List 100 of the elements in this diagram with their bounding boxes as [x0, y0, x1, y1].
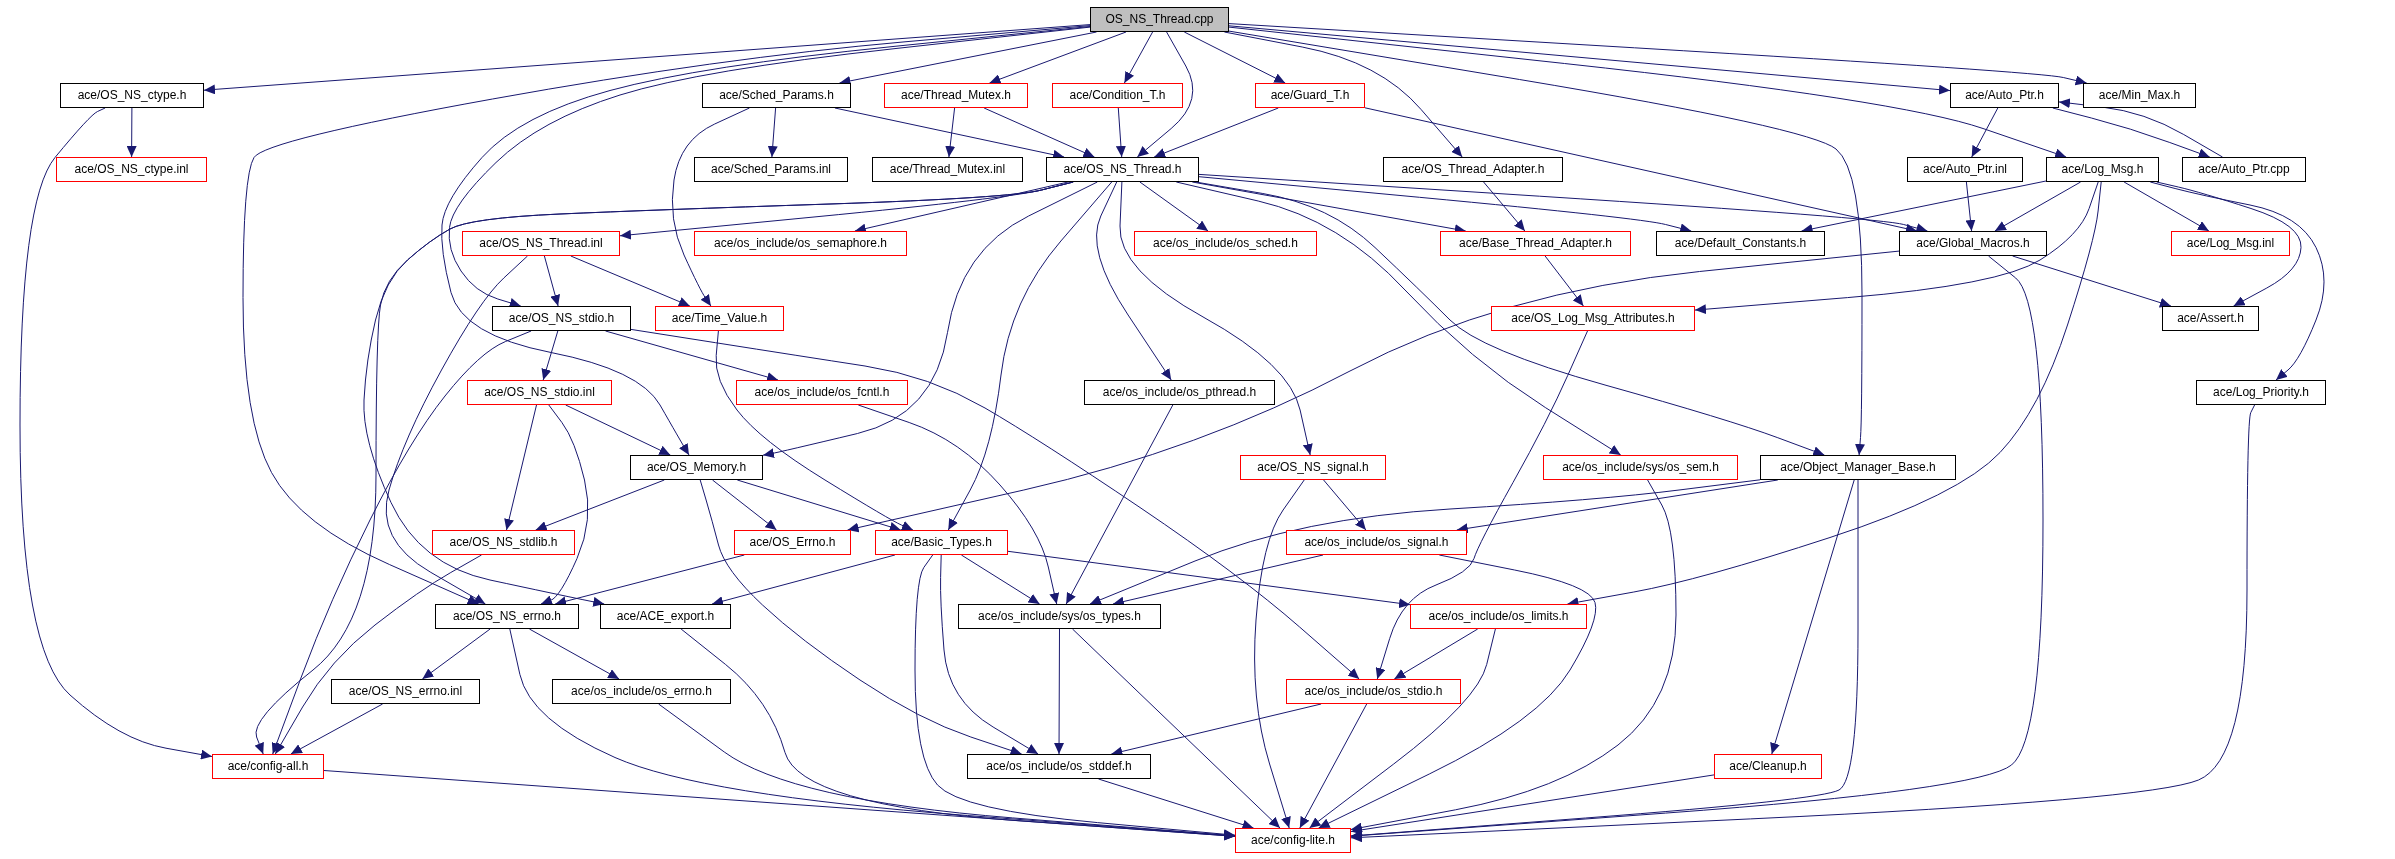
arrow	[1965, 181, 1976, 232]
file-node: ace/OS_Errno.h	[734, 530, 851, 555]
arrow	[203, 24, 1091, 95]
arrow	[762, 181, 1098, 459]
arrow	[2052, 107, 2211, 158]
arrow	[1994, 181, 2082, 232]
arrow	[441, 26, 1091, 456]
file-node: ace/os_include/os_stdio.h	[1286, 679, 1461, 704]
arrow	[1299, 703, 1368, 829]
arrow	[711, 554, 896, 606]
arrow	[1089, 479, 1761, 605]
arrow	[2012, 255, 2172, 308]
arrow	[671, 107, 750, 307]
file-node: ace/Log_Msg.inl	[2171, 231, 2290, 256]
file-node: ace/ACE_export.h	[600, 604, 731, 629]
arrow	[1198, 173, 1928, 233]
file-node: ace/Thread_Mutex.h	[884, 83, 1028, 108]
arrow	[1694, 181, 2099, 315]
file-node: ace/Sched_Params.inl	[694, 157, 848, 182]
arrow	[290, 703, 384, 755]
arrow	[421, 628, 491, 680]
arrow	[945, 107, 956, 158]
file-node: ace/OS_Memory.h	[630, 455, 763, 480]
arrow	[699, 479, 1023, 756]
file-node: ace/OS_NS_stdlib.h	[432, 530, 575, 555]
arrow	[1971, 107, 1999, 158]
arrow	[2123, 181, 2210, 232]
file-node: ace/OS_NS_Thread.inl	[462, 231, 620, 256]
arrow	[1350, 479, 1677, 833]
file-node: ace/os_include/sys/os_sem.h	[1543, 455, 1738, 480]
arrow	[1350, 404, 2256, 843]
arrow	[540, 404, 589, 605]
file-node: ace/Min_Max.h	[2083, 83, 2196, 108]
arrow	[1393, 628, 1479, 680]
arrow	[1098, 778, 1254, 830]
arrow	[605, 330, 779, 382]
arrow	[1770, 479, 1855, 755]
arrow	[565, 404, 671, 456]
arrow	[242, 25, 1091, 605]
arrow	[541, 330, 559, 381]
arrow	[1228, 26, 2067, 159]
file-node: ace/Auto_Ptr.cpp	[2182, 157, 2306, 182]
file-node: ace/OS_NS_stdio.inl	[467, 380, 612, 405]
arrow	[1228, 30, 1865, 456]
file-node: ace/Sched_Params.h	[702, 83, 851, 108]
arrow	[1183, 31, 1286, 84]
arrow	[947, 181, 1113, 531]
file-node: ace/os_include/os_fcntl.h	[736, 380, 908, 405]
arrow	[1054, 628, 1065, 755]
arrow	[712, 479, 777, 531]
file-node: ace/Log_Priority.h	[2196, 380, 2326, 405]
file-node: ace/OS_Log_Msg_Attributes.h	[1491, 306, 1695, 331]
arrow	[989, 31, 1127, 84]
arrow	[504, 404, 537, 531]
arrow	[1228, 23, 2088, 86]
arrow	[1136, 31, 1194, 158]
file-node: ace/Global_Macros.h	[1899, 231, 2047, 256]
arrow	[126, 107, 137, 158]
file-node: ace/OS_NS_errno.h	[435, 604, 579, 629]
file-node: OS_NS_Thread.cpp	[1090, 7, 1229, 32]
file-node: ace/OS_NS_ctype.inl	[56, 157, 207, 182]
file-node: ace/os_include/os_signal.h	[1286, 530, 1467, 555]
file-node: ace/os_include/os_stddef.h	[967, 754, 1151, 779]
file-node: ace/Base_Thread_Adapter.h	[1440, 231, 1631, 256]
arrow	[1544, 255, 1584, 307]
file-node: ace/Guard_T.h	[1255, 83, 1365, 108]
arrow	[1318, 554, 1597, 829]
arrow	[1139, 181, 1209, 232]
arrow	[1350, 774, 1715, 835]
arrow	[767, 107, 778, 158]
arrow	[715, 330, 914, 531]
arrow	[960, 554, 1041, 605]
arrow	[1119, 181, 1313, 456]
file-node: ace/config-lite.h	[1235, 828, 1351, 853]
arrow	[630, 328, 1360, 680]
arrow	[363, 181, 1074, 607]
file-node: ace/Default_Constants.h	[1656, 231, 1825, 256]
file-node: ace/OS_NS_signal.h	[1240, 455, 1386, 480]
file-node: ace/Thread_Mutex.inl	[872, 157, 1023, 182]
arrow	[847, 250, 1900, 533]
arrow	[1007, 550, 1411, 609]
file-node: ace/os_include/sys/os_types.h	[958, 604, 1161, 629]
arrow	[323, 770, 1236, 841]
file-node: ace/config-all.h	[212, 754, 324, 779]
file-node: ace/Auto_Ptr.h	[1950, 83, 2059, 108]
file-node: ace/OS_Thread_Adapter.h	[1383, 157, 1563, 182]
arrow	[1228, 25, 1951, 95]
arrow	[528, 628, 620, 680]
arrow	[19, 107, 213, 760]
file-node: ace/Object_Manager_Base.h	[1760, 455, 1956, 480]
file-node: ace/Time_Value.h	[655, 306, 784, 331]
file-node: ace/os_include/os_errno.h	[552, 679, 731, 704]
arrow	[2156, 181, 2302, 307]
arrow	[1323, 479, 1367, 531]
arrow	[274, 554, 482, 755]
file-node: ace/Log_Msg.h	[2046, 157, 2159, 182]
file-node: ace/Cleanup.h	[1714, 754, 1822, 779]
file-node: ace/os_include/os_semaphore.h	[694, 231, 907, 256]
arrow	[570, 255, 691, 307]
arrow	[736, 479, 902, 532]
